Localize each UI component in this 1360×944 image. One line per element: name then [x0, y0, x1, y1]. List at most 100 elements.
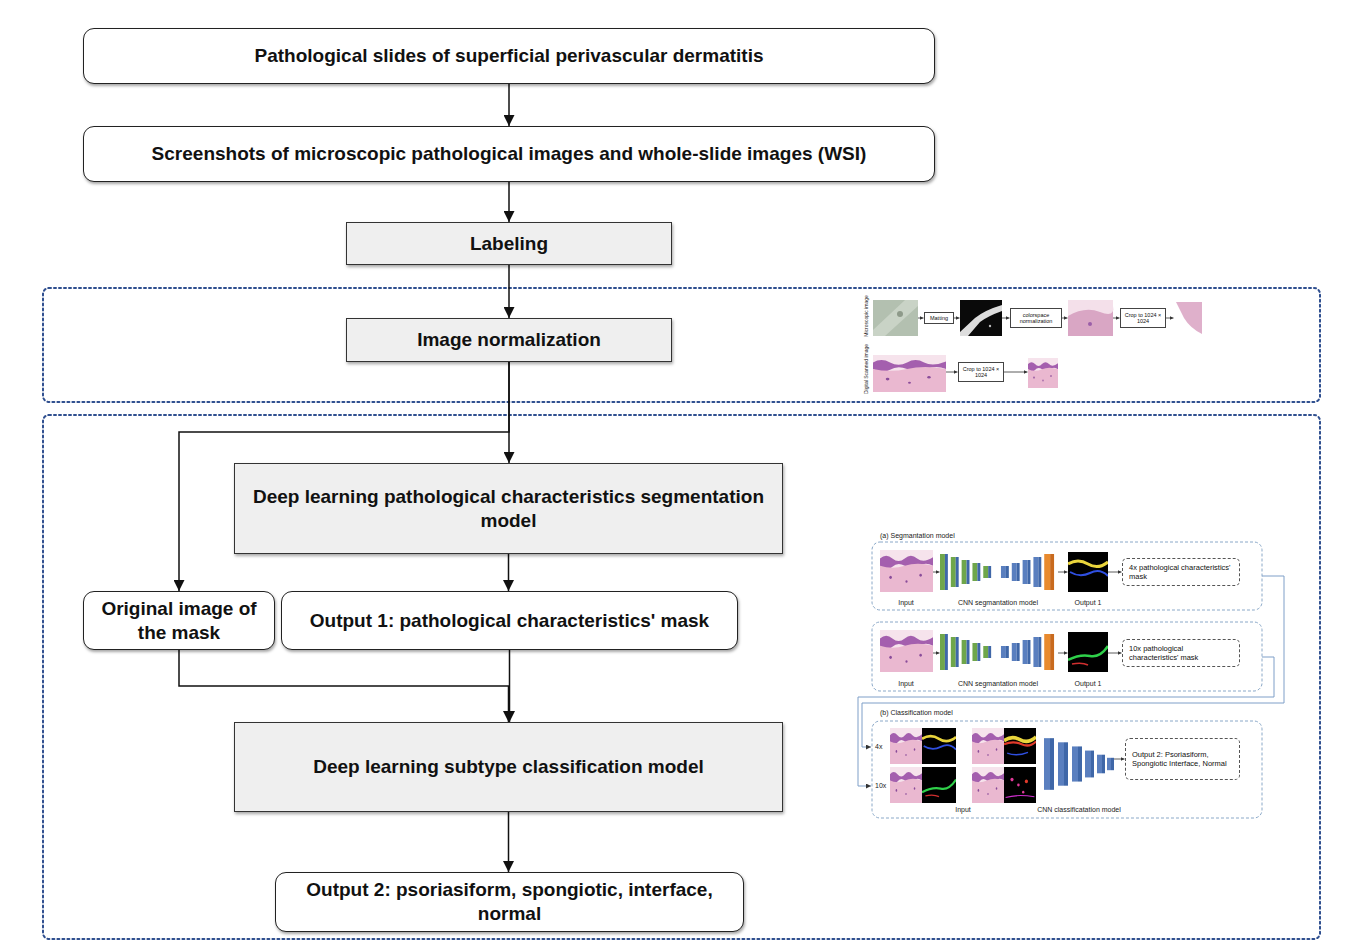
- flow-arrow: [508, 812, 510, 872]
- matte-tile: [989, 325, 991, 327]
- figure-label: CNN segmantation model: [958, 680, 1038, 687]
- box-text: Matting: [930, 315, 948, 321]
- process-box: Pathological slides of superficial periv…: [83, 28, 935, 84]
- input-tile: [972, 728, 1004, 764]
- input-tile: [880, 630, 933, 672]
- step-arrow: [954, 318, 960, 319]
- step-arrow: [946, 372, 958, 373]
- step-arrow: [918, 318, 924, 319]
- box-text: Screenshots of microscopic pathological …: [152, 142, 867, 166]
- step-box: Image normalization: [346, 318, 672, 362]
- cnn-symbol: [1044, 738, 1114, 790]
- cropped-tile: [1028, 358, 1058, 388]
- flow-arrow: [508, 265, 510, 318]
- inset-step-box: colorspace normalization: [1010, 308, 1062, 328]
- box-text: Crop to 1024 × 1024: [961, 366, 1001, 378]
- inset-step-box: Crop to 1024 × 1024: [1120, 308, 1166, 328]
- cnn-symbol: [940, 634, 1054, 670]
- photo-tile: [873, 300, 918, 336]
- step-arrow: [1166, 318, 1174, 319]
- box-text: Output 2: psoriasiform, spongiotic, inte…: [288, 878, 731, 926]
- model-illustration: [858, 542, 1284, 818]
- flow-arrow: [508, 84, 510, 126]
- box-text: Pathological slides of superficial periv…: [255, 44, 764, 68]
- box-text: Deep learning subtype classification mod…: [313, 755, 704, 779]
- step-arrow: [1113, 318, 1120, 319]
- normalization-illustration: [873, 300, 1202, 392]
- photo-tile: [897, 311, 903, 317]
- figure-label: Input: [955, 806, 971, 813]
- step-box: Labeling: [346, 222, 672, 265]
- stained-tile: [1068, 300, 1113, 336]
- figure-label: Input: [898, 680, 914, 687]
- step-arrow: [933, 572, 940, 573]
- inset-panel: [872, 542, 1262, 610]
- box-text: Output 2: Psoriasiform, Spongiotic Inter…: [1132, 750, 1233, 768]
- figure-label: Microscopic image: [864, 295, 869, 336]
- matte-tile: [960, 305, 1002, 336]
- box-text: Original image of the mask: [96, 597, 262, 645]
- stained-tile: [1088, 322, 1092, 326]
- figure-label: CNN segmantation model: [958, 599, 1038, 606]
- inset-output-box: 4x pathological characteristics' mask: [1122, 558, 1240, 586]
- figure-label: (a) Segmantation model: [880, 532, 955, 539]
- figure-label: Output 1: [1075, 599, 1102, 606]
- flow-arrow: [508, 182, 510, 222]
- box-text: 4x pathological characteristics' mask: [1129, 563, 1233, 581]
- step-arrow: [933, 653, 940, 654]
- cnn-symbol: [940, 554, 1054, 590]
- mask-tile: [1004, 728, 1036, 764]
- input-tile: [880, 550, 933, 592]
- figure-label: Output 1: [1075, 680, 1102, 687]
- inset-panel: [872, 622, 1262, 691]
- flow-arrow: [508, 554, 510, 591]
- inset-step-box: Crop to 1024 × 1024: [958, 362, 1004, 382]
- stained-tile: [1068, 306, 1113, 336]
- figure-label: (b) Classification model: [880, 709, 953, 716]
- step-arrow: [1108, 653, 1122, 654]
- mask-tile: [922, 728, 956, 764]
- box-text: 10x pathological characteristics' mask: [1129, 644, 1233, 662]
- mask-tile: [1004, 767, 1036, 803]
- step-arrow: [1058, 653, 1068, 654]
- slide-strip: [873, 355, 946, 392]
- mask-tile: [1068, 552, 1108, 592]
- step-arrow: [1058, 572, 1068, 573]
- input-tile: [890, 767, 922, 803]
- photo-tile: [873, 300, 918, 336]
- matte-tile: [960, 300, 1002, 336]
- box-text: Image normalization: [417, 328, 601, 352]
- flow-arrow: [509, 650, 511, 722]
- cropped-tile: [1176, 302, 1202, 334]
- output-box: Output 2: psoriasiform, spongiotic, inte…: [275, 872, 744, 932]
- output-box: Original image of the mask: [83, 591, 275, 650]
- process-box: Screenshots of microscopic pathological …: [83, 126, 935, 182]
- dotted-region: [43, 415, 1320, 939]
- figure-label: 4x: [875, 743, 882, 750]
- mask-tile: [1068, 632, 1108, 672]
- step-arrow: [1062, 318, 1068, 319]
- box-text: colorspace normalization: [1013, 312, 1059, 324]
- dotted-region: [43, 288, 1320, 402]
- model-box: Deep learning pathological characteristi…: [234, 463, 783, 554]
- figure-label: Digital Scanned image: [864, 344, 869, 394]
- figure-label: 10x: [875, 782, 886, 789]
- step-arrow: [1114, 759, 1125, 760]
- flow-arrow: [179, 650, 509, 722]
- box-text: Output 1: pathological characteristics' …: [310, 609, 709, 633]
- output-box: Output 1: pathological characteristics' …: [281, 591, 738, 650]
- inset-panel: [872, 721, 1262, 818]
- box-text: Crop to 1024 × 1024: [1123, 312, 1163, 324]
- box-text: Labeling: [470, 232, 548, 256]
- mask-tile: [922, 767, 956, 803]
- inset-output-box: Output 2: Psoriasiform, Spongiotic Inter…: [1125, 738, 1240, 780]
- step-arrow: [1004, 372, 1028, 373]
- inset-output-box: 10x pathological characteristics' mask: [1122, 639, 1240, 667]
- figure-label: CNN classificatation model: [1037, 806, 1121, 813]
- input-tile: [972, 767, 1004, 803]
- input-tile: [890, 728, 922, 764]
- figure-label: Input: [898, 599, 914, 606]
- box-text: Deep learning pathological characteristi…: [247, 485, 770, 533]
- inset-step-box: Matting: [924, 312, 954, 324]
